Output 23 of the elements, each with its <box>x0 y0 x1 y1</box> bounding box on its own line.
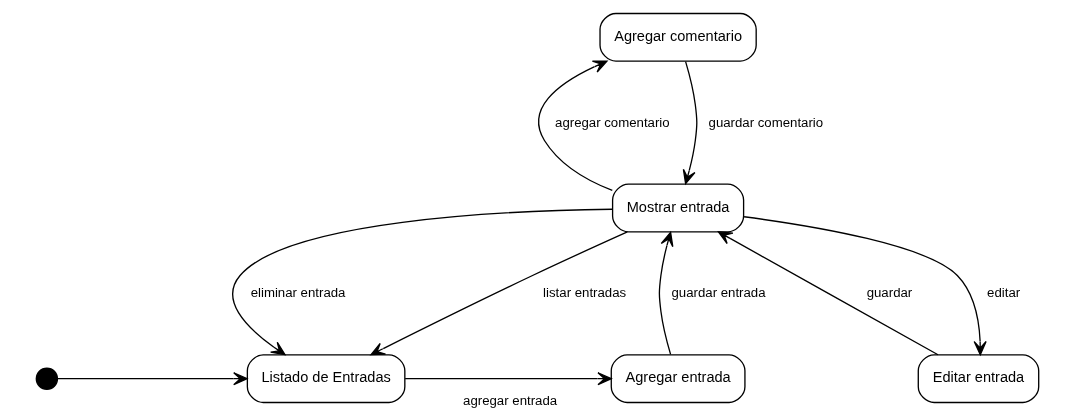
node-circle <box>35 367 59 390</box>
arrow <box>232 208 613 356</box>
node-box: Agregar entrada <box>610 354 746 404</box>
edge-label: agregar entrada <box>463 392 558 408</box>
arrow <box>404 372 612 386</box>
arrow <box>370 231 629 356</box>
edge-label: editar <box>987 285 1021 301</box>
node-box: Agregar comentario <box>599 12 757 62</box>
edge-label: guardar comentario <box>708 114 824 130</box>
node-box: Editar entrada <box>917 354 1040 404</box>
edge-label: agregar comentario <box>555 114 670 130</box>
edge-label: guardar entrada <box>671 285 766 301</box>
edge-label: listar entradas <box>543 285 627 301</box>
arrow <box>658 231 674 356</box>
arrow <box>538 60 613 192</box>
node-box: Mostrar entrada <box>611 183 745 233</box>
arrow <box>743 216 987 356</box>
arrow <box>682 60 698 185</box>
edge-label: eliminar entrada <box>250 285 346 301</box>
node-box: Listado de Entradas <box>246 354 406 404</box>
arrow <box>57 372 248 386</box>
arrow <box>717 231 939 356</box>
edge-label: guardar <box>866 285 913 301</box>
